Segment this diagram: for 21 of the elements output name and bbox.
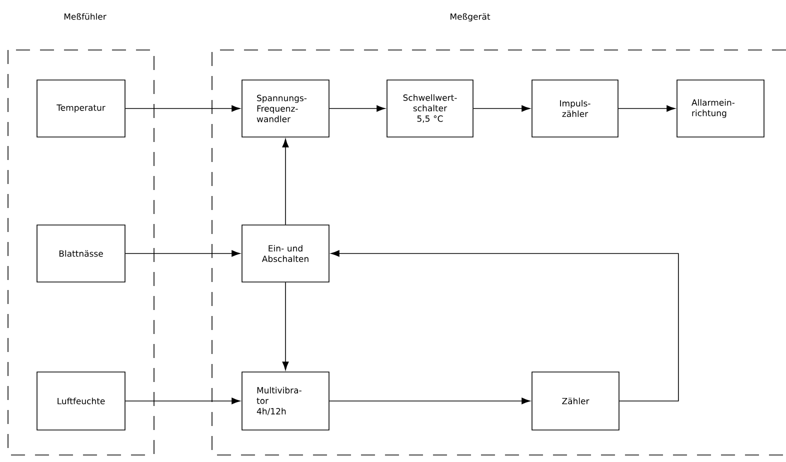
block-box: Ein- und Abschalten <box>242 224 330 282</box>
block-box: Spannungs- Frequenz- wandler <box>242 80 330 138</box>
arrow <box>618 105 676 112</box>
arrow <box>125 105 240 112</box>
block-box: Blattnässe <box>36 224 126 282</box>
node-label: Meßfühler <box>64 13 106 20</box>
block-box: Luftfeuchte <box>36 372 126 430</box>
arrow <box>329 105 386 112</box>
arrow <box>282 138 289 225</box>
block-box: Impuls- zähler <box>532 80 618 138</box>
arrow <box>473 105 530 112</box>
block-box: Zähler <box>532 372 620 430</box>
arrow <box>125 398 240 404</box>
arrow <box>125 250 240 257</box>
block-box: Temperatur <box>36 80 126 138</box>
arrow <box>330 250 679 402</box>
block-box: Allarmein- richtung <box>676 80 764 138</box>
block-box: Schwellwert- schalter 5,5 °C <box>386 80 474 138</box>
block-box: Multivibra- tor 4h/12h <box>242 372 330 430</box>
arrow <box>282 282 289 370</box>
arrow <box>329 398 530 404</box>
